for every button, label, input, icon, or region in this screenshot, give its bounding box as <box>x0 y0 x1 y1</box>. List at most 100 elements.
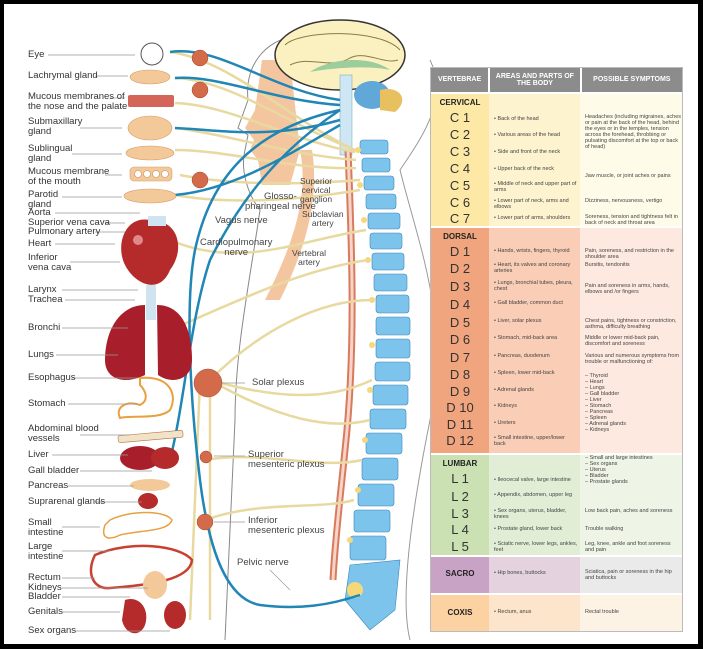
table-header: VERTEBRAE AREAS AND PARTS OF THE BODY PO… <box>431 68 682 92</box>
vertebra: D 10 <box>446 400 474 415</box>
small-intestine <box>103 511 173 539</box>
area: • Pancreas, duodenum <box>494 353 550 359</box>
area: • Middle of neck and upper part of arms <box>494 181 577 193</box>
label-larynx: Larynx <box>28 284 57 295</box>
liver <box>120 446 160 470</box>
vertebra: C 1 <box>449 110 471 125</box>
vertebra: L 4 <box>451 522 469 537</box>
symptom: Pain and soreness in arms, hands, elbows… <box>585 283 670 295</box>
section-title: SACRO <box>445 569 475 578</box>
label-lungs: Lungs <box>28 349 54 360</box>
symptom: Leg, knee, ankle and foot soreness and p… <box>585 541 671 553</box>
vagus-nerves <box>168 50 361 609</box>
symptom: Jaw muscle, or joint aches or pains <box>585 173 671 179</box>
label-stomach: Stomach <box>28 398 66 409</box>
vertebra: D 3 <box>449 279 471 294</box>
vertebra: C 5 <box>449 178 471 193</box>
symptom: Headaches (including migraines, aches or… <box>585 114 681 150</box>
symptom: Trouble walking <box>585 526 624 532</box>
symptom: Various and numerous symptoms from troub… <box>585 353 680 365</box>
nasal-membrane <box>128 95 174 107</box>
symptom: Rectal trouble <box>585 609 619 615</box>
kidney <box>143 571 167 599</box>
area: • Hands, wrists, fingers, thyroid <box>494 248 570 254</box>
label-pulmonary-artery: Pulmonary artery <box>28 226 101 237</box>
section-dorsal: DORSAL D 1 D 2 D 3 D 4 D 5 D 6 D 7 D 8 D… <box>431 226 682 453</box>
area: • Sex organs, uterus, bladder, knees <box>494 508 567 520</box>
area: • Hip bones, buttocks <box>494 570 546 576</box>
area: • Gall bladder, common duct <box>494 300 563 306</box>
symptom: Chest pains, tightness or constriction, … <box>585 318 677 330</box>
label-sex-organs: Sex organs <box>28 625 77 636</box>
symptom: Middle or lower mid-back pain, discomfor… <box>585 335 660 347</box>
section-sacro: SACRO • Hip bones, buttocks Sciatica, pa… <box>431 555 682 593</box>
area: • Side and front of the neck <box>494 149 561 155</box>
area: • Kidneys <box>494 403 518 409</box>
lung-right <box>157 305 192 380</box>
symptom: Bursitis, tendonitis <box>585 262 630 268</box>
area: • Prostate gland, lower back <box>494 526 563 532</box>
label-eye: Eye <box>28 49 45 60</box>
body-outline <box>224 34 301 641</box>
vertebra: D 4 <box>449 297 471 312</box>
header-areas: AREAS AND PARTS OF THE BODY <box>490 68 582 92</box>
area: • Lungs, bronchial tubes, pleura, chest <box>494 280 573 292</box>
vertebra: L 2 <box>451 489 469 504</box>
symptom: Sciatica, pain or soreness in the hip an… <box>585 569 672 581</box>
section-cervical: CERVICAL C 1 C 2 C 3 C 4 C 5 C 6 C 7 • B… <box>431 92 682 226</box>
symptom-list: – Thyroid – Heart – Lungs – Gall bladder… <box>585 373 626 433</box>
vertebra: C 2 <box>449 127 471 142</box>
header-symptoms: POSSIBLE SYMPTOMS <box>581 68 682 92</box>
area: • Sciatic nerve, lower legs, ankles, fee… <box>494 541 578 553</box>
vertebra: D 6 <box>449 332 471 347</box>
stomach <box>117 376 174 420</box>
spinal-ganglia <box>347 147 375 598</box>
label-rectum: Rectum <box>28 572 61 583</box>
ganglia <box>191 49 223 531</box>
area: • Lower part of arms, shoulders <box>494 215 571 221</box>
vertebra: D 8 <box>449 367 471 382</box>
label-kidneys: Kidneys <box>28 582 62 593</box>
vertebra: L 5 <box>451 539 469 554</box>
pancreas <box>130 479 170 491</box>
label-genitals: Genitals <box>28 606 63 617</box>
abdominal-vessel <box>117 430 184 443</box>
suprarenal <box>138 493 158 509</box>
area: • Back of the head <box>494 116 539 122</box>
section-title: LUMBAR <box>442 459 478 468</box>
large-intestine <box>89 544 194 590</box>
genitals <box>164 601 186 629</box>
area: • Lower part of neck, arms and elbows <box>494 198 569 210</box>
heart <box>121 219 179 285</box>
area: • Appendix, abdomen, upper leg <box>494 492 573 498</box>
vertebra: D 11 <box>446 417 474 432</box>
section-lumbar: LUMBAR L 1 L 2 L 3 L 4 L 5 • Ileocecal v… <box>431 453 682 555</box>
vertebra: D 2 <box>449 261 471 276</box>
vertebrae-table: VERTEBRAE AREAS AND PARTS OF THE BODY PO… <box>430 67 683 632</box>
section-title: COXIS <box>447 608 473 617</box>
label-superior-vena-cava: Superior vena cava <box>28 217 110 228</box>
vertebra: L 1 <box>451 471 469 486</box>
vertebra: D 5 <box>449 315 471 330</box>
label-glossopharingeal-nerve: Glosso-pharingeal nerve <box>245 191 316 212</box>
label-suprarenal-glands: Suprarenal glands <box>28 496 106 507</box>
area: • Ureters <box>494 420 516 426</box>
area: • Ileocecal valve, large intestine <box>494 477 571 483</box>
label-liver: Liver <box>28 449 49 460</box>
symptom: Soreness, tension and tightness felt in … <box>585 214 678 226</box>
symptom-list: – Small and large intestines – Sex organ… <box>585 455 653 485</box>
label-pelvic-nerve: Pelvic nerve <box>237 557 289 568</box>
label-esophagus: Esophagus <box>28 372 76 383</box>
vertebra: D 9 <box>449 384 471 399</box>
glands <box>123 69 177 204</box>
leader-lines <box>48 54 291 632</box>
